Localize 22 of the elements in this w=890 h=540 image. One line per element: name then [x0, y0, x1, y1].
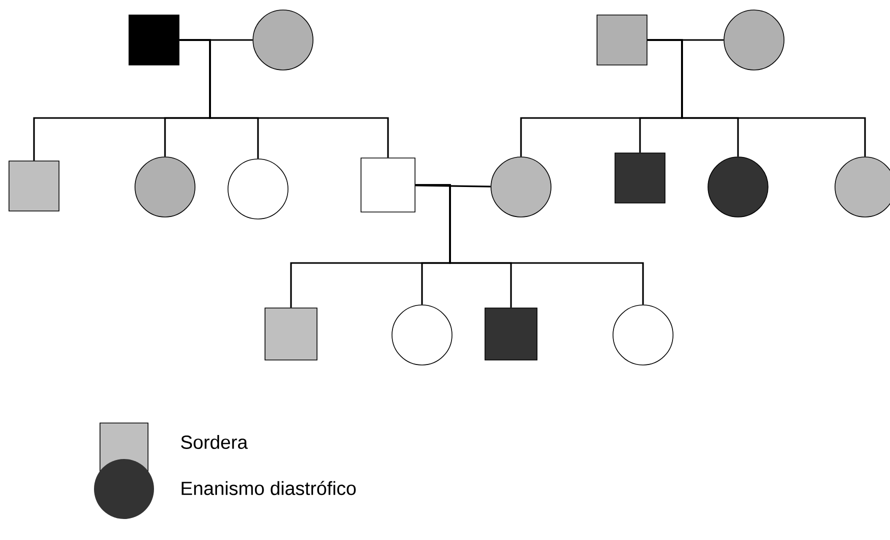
female-circle — [392, 304, 452, 366]
female-circle — [834, 156, 890, 218]
male-square — [128, 14, 180, 66]
female-circle — [134, 156, 196, 218]
female-circle — [708, 156, 768, 218]
descent-line — [415, 184, 644, 305]
male-square — [264, 308, 318, 360]
descent-line — [647, 39, 866, 157]
female-circle — [490, 156, 552, 218]
female-circle — [228, 158, 288, 220]
descent-line — [179, 39, 389, 158]
female-circle — [724, 10, 784, 70]
legend-label: Enanismo diastrófico — [182, 480, 356, 496]
female-circle — [252, 10, 314, 70]
female-circle — [612, 304, 674, 366]
male-square — [360, 158, 416, 212]
legend-label: Sordera — [181, 435, 248, 449]
male-square — [614, 152, 666, 204]
male-square — [8, 160, 60, 212]
couple-line — [415, 184, 491, 188]
male-square — [596, 14, 648, 66]
male-square — [484, 308, 538, 360]
